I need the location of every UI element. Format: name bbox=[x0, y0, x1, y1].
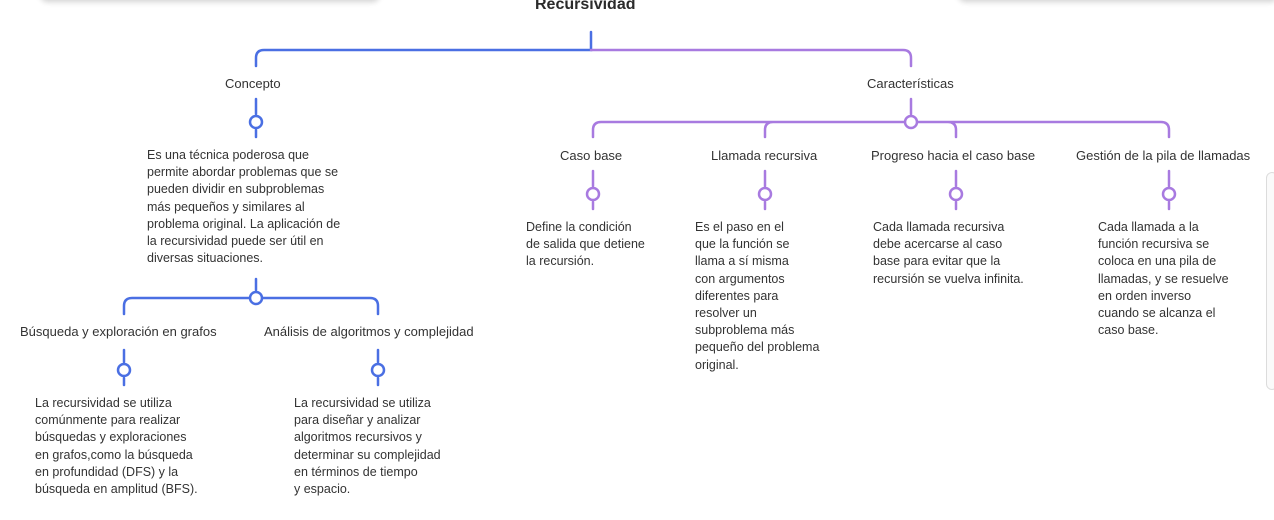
side-scroll-handle[interactable] bbox=[1266, 172, 1274, 390]
grafos-toggle-node bbox=[116, 362, 132, 378]
caracteristicas-children-connector bbox=[591, 120, 1171, 139]
concepto-label[interactable]: Concepto bbox=[225, 76, 281, 91]
concepto-children-toggle-node bbox=[248, 290, 264, 306]
root-to-caracteristicas-connector bbox=[589, 48, 913, 68]
caso-base-description: Define la condición de salida que detien… bbox=[526, 220, 645, 269]
progreso-label[interactable]: Progreso hacia el caso base bbox=[871, 148, 1036, 163]
root-to-concepto-connector bbox=[254, 30, 593, 68]
concepto-children-connector bbox=[122, 277, 380, 316]
caracteristicas-label[interactable]: Características bbox=[867, 76, 954, 91]
progreso-description: Cada llamada recursiva debe acercarse al… bbox=[873, 220, 1024, 286]
algoritmos-description: La recursividad se utiliza para diseñar … bbox=[294, 396, 441, 497]
llamada-recursiva-label[interactable]: Llamada recursiva bbox=[711, 148, 818, 163]
concepto-description: Es una técnica poderosa que permite abor… bbox=[147, 148, 341, 266]
llamada-recursiva-toggle-node bbox=[757, 186, 773, 202]
algoritmos-toggle-node bbox=[370, 362, 386, 378]
progreso-toggle-node bbox=[948, 186, 964, 202]
algoritmos-label[interactable]: Análisis de algoritmos y complejidad bbox=[264, 324, 474, 339]
grafos-description: La recursividad se utiliza comúnmente pa… bbox=[35, 396, 198, 497]
grafos-label[interactable]: Búsqueda y exploración en grafos bbox=[20, 324, 217, 339]
root-title[interactable]: Recursividad bbox=[535, 0, 636, 13]
pila-label[interactable]: Gestión de la pila de llamadas bbox=[1076, 148, 1251, 163]
caso-base-toggle-node bbox=[585, 186, 601, 202]
caracteristicas-toggle-node bbox=[903, 114, 919, 130]
pila-toggle-node bbox=[1161, 186, 1177, 202]
caso-base-label[interactable]: Caso base bbox=[560, 148, 623, 163]
concepto-toggle-node bbox=[248, 114, 264, 130]
pila-description: Cada llamada a la función recursiva se c… bbox=[1098, 220, 1229, 338]
llamada-recursiva-description: Es el paso en el que la función se llama… bbox=[695, 220, 820, 372]
